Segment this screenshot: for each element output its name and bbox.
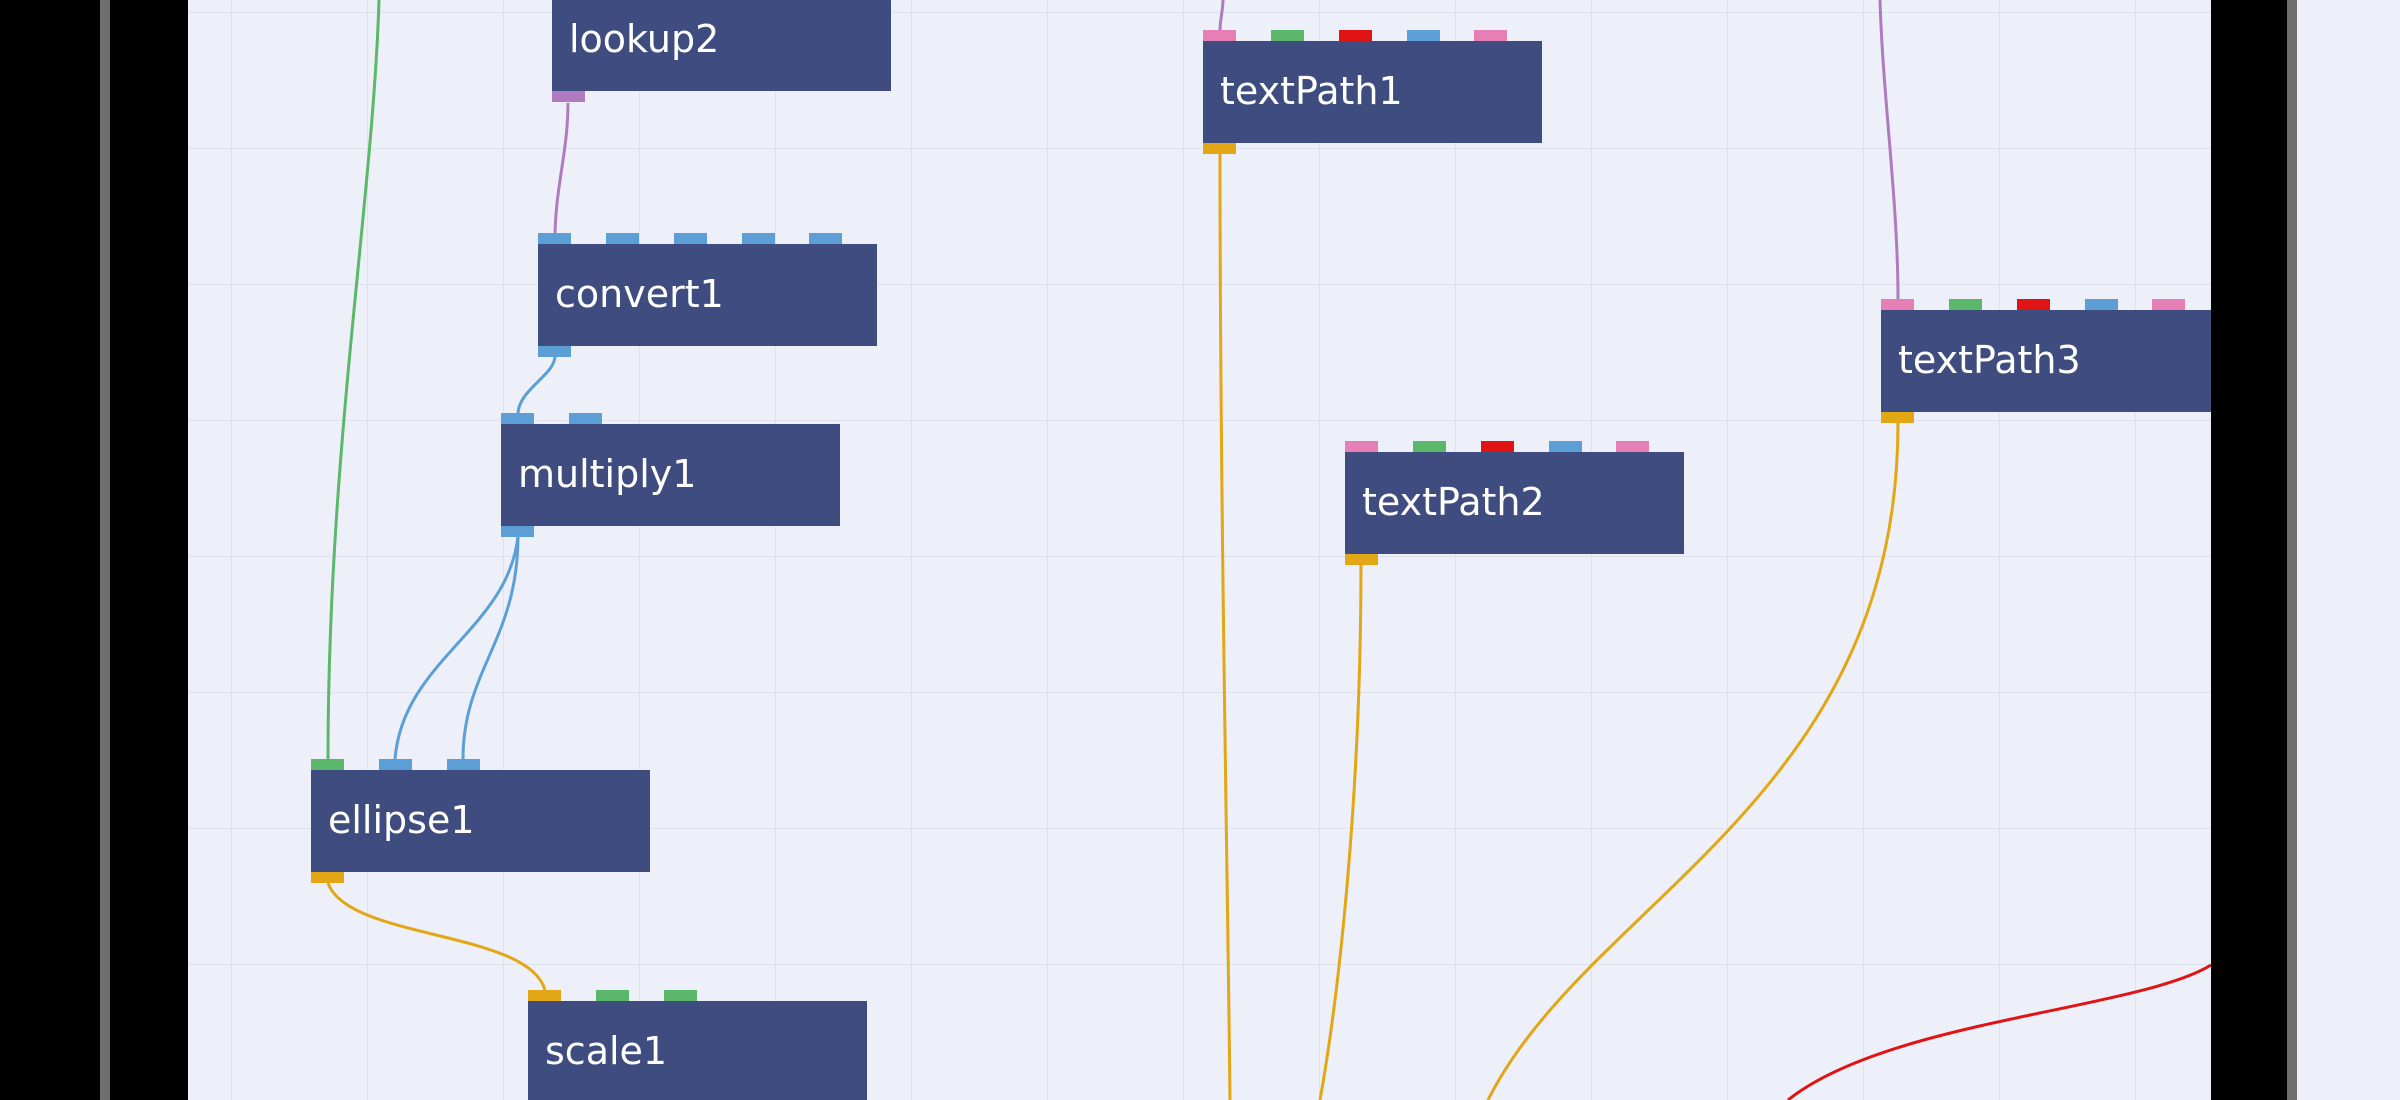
wire-multiply1-ellipse1-a (393, 535, 520, 760)
input-port[interactable] (1407, 30, 1440, 41)
input-port[interactable] (1339, 30, 1372, 41)
input-port[interactable] (501, 413, 534, 424)
input-port[interactable] (1413, 441, 1446, 452)
input-port[interactable] (447, 759, 480, 770)
node-convert1[interactable]: convert1 (538, 233, 877, 357)
wire-textpath2-down (1318, 563, 1363, 1100)
wire-green-ellipse1 (326, 0, 381, 760)
wire-lookup2-convert1 (553, 102, 570, 235)
connection-wires (326, 0, 2211, 1100)
input-port[interactable] (1616, 441, 1649, 452)
input-port[interactable] (2085, 299, 2118, 310)
input-port[interactable] (1345, 441, 1378, 452)
node-label: convert1 (555, 272, 724, 316)
output-port[interactable] (552, 91, 585, 102)
left-bezel (100, 0, 110, 1100)
input-port[interactable] (1271, 30, 1304, 41)
node-label: ellipse1 (328, 798, 475, 842)
input-port[interactable] (674, 233, 707, 244)
wire-pink-textpath1 (1218, 0, 1225, 31)
input-port[interactable] (596, 990, 629, 1001)
wire-purple-textpath3 (1878, 0, 1900, 301)
input-port[interactable] (1549, 441, 1582, 452)
wire-multiply1-ellipse1-b (461, 535, 520, 760)
input-port[interactable] (1474, 30, 1507, 41)
wire-red-bottom (1787, 963, 2211, 1100)
input-port[interactable] (606, 233, 639, 244)
input-port[interactable] (742, 233, 775, 244)
input-port[interactable] (379, 759, 412, 770)
input-port[interactable] (1949, 299, 1982, 310)
input-port[interactable] (809, 233, 842, 244)
input-port[interactable] (538, 233, 571, 244)
node-label: scale1 (545, 1029, 668, 1073)
node-graph-canvas[interactable]: lookup2 convert1 multiply1 ellipse1 scal… (188, 0, 2211, 1100)
node-label: textPath2 (1362, 480, 1545, 524)
node-textpath1[interactable]: textPath1 (1203, 30, 1542, 154)
wire-textpath3-down (1486, 422, 1900, 1100)
input-port[interactable] (311, 759, 344, 770)
right-outer-area (2297, 0, 2400, 1100)
input-port[interactable] (1203, 30, 1236, 41)
wire-convert1-multiply1 (516, 355, 557, 415)
wire-textpath1-down (1218, 152, 1232, 1100)
input-port[interactable] (664, 990, 697, 1001)
output-port[interactable] (501, 526, 534, 537)
output-port[interactable] (311, 872, 344, 883)
node-label: multiply1 (518, 452, 697, 496)
right-bezel (2287, 0, 2297, 1100)
input-port[interactable] (1881, 299, 1914, 310)
input-port[interactable] (2017, 299, 2050, 310)
input-port[interactable] (528, 990, 561, 1001)
node-textpath2[interactable]: textPath2 (1345, 441, 1684, 565)
left-window-border (0, 0, 188, 1100)
right-window-border (2211, 0, 2301, 1100)
node-textpath3[interactable]: textPath3 (1881, 299, 2211, 423)
input-port[interactable] (1481, 441, 1514, 452)
node-ellipse1[interactable]: ellipse1 (311, 759, 650, 883)
node-label: textPath1 (1220, 69, 1403, 113)
input-port[interactable] (569, 413, 602, 424)
node-lookup2[interactable]: lookup2 (552, 0, 891, 102)
node-label: lookup2 (569, 17, 720, 61)
output-port[interactable] (538, 346, 571, 357)
input-port[interactable] (2152, 299, 2185, 310)
node-multiply1[interactable]: multiply1 (501, 413, 840, 537)
output-port[interactable] (1881, 412, 1914, 423)
node-label: textPath3 (1898, 338, 2081, 382)
wire-ellipse1-scale1 (326, 882, 547, 991)
node-scale1[interactable]: scale1 (528, 990, 867, 1100)
output-port[interactable] (1203, 143, 1236, 154)
output-port[interactable] (1345, 554, 1378, 565)
